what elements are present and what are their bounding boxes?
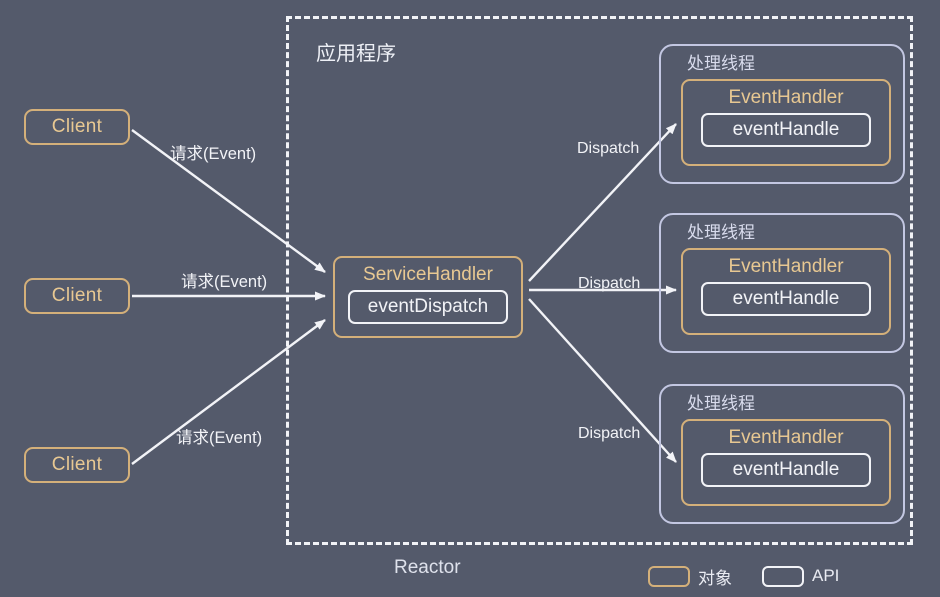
service-handler-title: ServiceHandler bbox=[363, 264, 493, 285]
legend: 对象 API bbox=[648, 563, 839, 589]
client-box-2[interactable]: Client bbox=[24, 278, 130, 314]
event-handle-api[interactable]: eventHandle bbox=[701, 453, 871, 487]
request-label-3: 请求(Event) bbox=[176, 429, 263, 447]
application-container bbox=[286, 16, 913, 545]
thread-group-3[interactable]: 处理线程 EventHandler eventHandle bbox=[659, 384, 905, 524]
event-handler-box[interactable]: EventHandler eventHandle bbox=[681, 248, 891, 335]
legend-object-swatch-icon bbox=[648, 565, 690, 587]
client-label: Client bbox=[51, 116, 103, 137]
request-label-2: 请求(Event) bbox=[181, 273, 268, 291]
thread-group-title: 处理线程 bbox=[687, 54, 755, 73]
event-handle-label: eventHandle bbox=[732, 288, 840, 309]
client-label: Client bbox=[51, 454, 103, 475]
event-handler-title: EventHandler bbox=[728, 427, 844, 448]
thread-group-title: 处理线程 bbox=[687, 223, 755, 242]
dispatch-label-1: Dispatch bbox=[577, 140, 640, 157]
request-label-1: 请求(Event) bbox=[170, 145, 257, 163]
dispatch-label-2: Dispatch bbox=[578, 275, 641, 292]
legend-api-swatch-icon bbox=[762, 565, 804, 587]
service-handler-box[interactable]: ServiceHandler eventDispatch bbox=[333, 256, 523, 338]
event-dispatch-api[interactable]: eventDispatch bbox=[348, 290, 508, 324]
legend-object-label: 对象 bbox=[698, 568, 732, 588]
event-handler-box[interactable]: EventHandler eventHandle bbox=[681, 419, 891, 506]
event-handler-box[interactable]: EventHandler eventHandle bbox=[681, 79, 891, 166]
event-handler-title: EventHandler bbox=[728, 256, 844, 277]
legend-api-label: API bbox=[812, 566, 840, 585]
event-handle-label: eventHandle bbox=[732, 459, 840, 480]
thread-group-2[interactable]: 处理线程 EventHandler eventHandle bbox=[659, 213, 905, 353]
dispatch-label-3: Dispatch bbox=[578, 425, 641, 442]
event-handle-label: eventHandle bbox=[732, 119, 840, 140]
application-container-title: 应用程序 bbox=[316, 43, 396, 65]
thread-group-title: 处理线程 bbox=[687, 394, 755, 413]
client-box-1[interactable]: Client bbox=[24, 109, 130, 145]
event-handler-title: EventHandler bbox=[728, 87, 844, 108]
client-label: Client bbox=[51, 285, 103, 306]
reactor-caption: Reactor bbox=[394, 557, 461, 578]
client-box-3[interactable]: Client bbox=[24, 447, 130, 483]
thread-group-1[interactable]: 处理线程 EventHandler eventHandle bbox=[659, 44, 905, 184]
event-handle-api[interactable]: eventHandle bbox=[701, 282, 871, 316]
event-handle-api[interactable]: eventHandle bbox=[701, 113, 871, 147]
event-dispatch-label: eventDispatch bbox=[367, 296, 489, 317]
